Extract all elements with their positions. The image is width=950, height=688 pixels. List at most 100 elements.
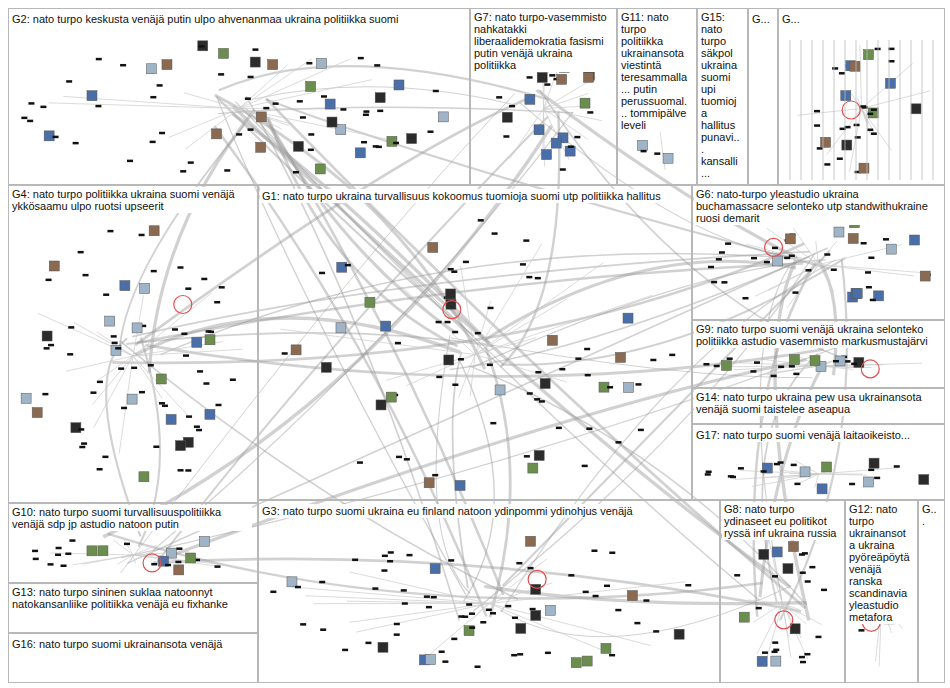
vertex-image	[199, 536, 209, 546]
vertex-dot	[372, 587, 378, 590]
group-title: G17: nato turpo suomi venäjä laitaoikeis…	[694, 428, 912, 442]
vertex-image	[192, 337, 202, 347]
group-box: G15: nato turpo säkpol ukraina suomi upi…	[697, 8, 748, 185]
edge-line	[349, 604, 489, 623]
vertex-image	[120, 281, 130, 291]
grid-line	[812, 40, 813, 180]
vertex-image	[757, 656, 767, 666]
edge-line	[783, 604, 800, 610]
vertex-image	[327, 117, 337, 127]
vertex-image	[885, 78, 895, 88]
vertex-dot	[365, 642, 371, 645]
vertex-dot	[185, 287, 191, 290]
vertex-image	[800, 467, 810, 477]
vertex-dot	[321, 95, 327, 98]
edge-line	[510, 109, 544, 159]
vertex-ring	[775, 611, 793, 629]
vertex-dot	[772, 651, 778, 654]
vertex-ring	[143, 554, 161, 572]
vertex-image	[386, 392, 396, 402]
vertex-dot	[805, 580, 811, 583]
vertex-dot	[172, 328, 178, 331]
group-title: G2: nato turpo keskusta venäjä putin ulp…	[10, 12, 400, 26]
vertex-dot	[162, 405, 168, 408]
vertex-dot	[73, 142, 79, 145]
vertex-dot	[308, 133, 314, 136]
edge-line	[860, 45, 862, 109]
edge-line	[489, 582, 685, 604]
vertex-image	[772, 547, 782, 557]
vertex-dot	[32, 550, 38, 553]
vertex-dot	[824, 163, 830, 166]
vertex-dot	[475, 332, 481, 335]
vertex-image	[528, 463, 538, 473]
vertex-image	[365, 297, 375, 307]
vertex-dot	[374, 64, 380, 67]
group-title: G7: nato turpo-vasemmisto nahkatakki lib…	[472, 10, 611, 72]
vertex-dot	[641, 150, 647, 153]
vertex-image	[387, 136, 397, 146]
vertex-dot	[490, 422, 496, 425]
edge-line	[239, 108, 338, 110]
vertex-dot	[725, 242, 731, 245]
vertex-dot	[95, 105, 101, 108]
vertex-image	[132, 323, 142, 333]
vertex-dot	[401, 589, 407, 592]
vertex-dot	[520, 263, 526, 266]
vertex-image	[156, 374, 166, 384]
edge-curve	[436, 335, 470, 593]
vertex-dot	[176, 547, 182, 550]
vertex-dot	[609, 654, 615, 657]
vertex-dot	[214, 565, 220, 568]
vertex-image	[540, 379, 550, 389]
vertex-dot	[48, 563, 54, 566]
vertex-dot	[496, 96, 502, 99]
edge-line	[38, 313, 133, 356]
group-box: G7: nato turpo-vasemmisto nahkatakki lib…	[470, 8, 617, 185]
vertex-dot	[186, 415, 192, 418]
vertex-dot	[854, 124, 860, 127]
vertex-dot	[363, 114, 369, 117]
vertex-dot	[342, 649, 348, 652]
grid-line	[933, 40, 934, 180]
vertex-image	[869, 458, 879, 468]
vertex-image	[175, 441, 185, 451]
vertex-dot	[67, 353, 73, 356]
vertex-dot	[487, 307, 493, 310]
group-title: G8: nato turpo ydinaseet eu politikot ry…	[722, 502, 839, 540]
vertex-dot	[300, 623, 306, 626]
vertex-dot	[568, 145, 574, 148]
vertex-image	[166, 414, 176, 424]
group-title: G1: nato turpo ukraina turvallisuus koko…	[260, 189, 663, 203]
vertex-image	[146, 64, 156, 74]
vertex-image	[810, 356, 820, 366]
vertex-dot	[609, 552, 615, 555]
vertex-dot	[524, 455, 530, 458]
edge-line	[66, 356, 133, 371]
vertex-dot	[607, 386, 613, 389]
vertex-dot	[127, 160, 133, 163]
edge-line	[305, 596, 489, 604]
vertex-dot	[183, 354, 189, 357]
group-box: G12: nato turpo ukrainansota ukraina pyö…	[845, 500, 918, 683]
vertex-image	[571, 658, 581, 668]
vertex-image	[336, 323, 346, 333]
vertex-dot	[721, 281, 727, 284]
vertex-dot	[866, 286, 872, 289]
vertex-image	[785, 234, 795, 244]
vertex-dot	[560, 168, 566, 171]
group-box: G9: nato turpo suomi venäjä ukraina selo…	[692, 320, 945, 388]
vertex-image	[601, 643, 611, 653]
edge-line	[406, 355, 475, 386]
vertex-dot	[714, 365, 720, 368]
vertex-dot	[832, 67, 838, 70]
vertex-dot	[218, 73, 224, 76]
group-box: G13: nato turpo sininen suklaa natoonnyt…	[8, 583, 258, 633]
vertex-dot	[139, 234, 145, 237]
vertex-image	[455, 480, 465, 490]
vertex-dot	[357, 461, 363, 464]
vertex-dot	[800, 571, 806, 574]
edge-line	[767, 366, 819, 375]
vertex-dot	[544, 83, 550, 86]
vertex-dot	[534, 398, 540, 401]
